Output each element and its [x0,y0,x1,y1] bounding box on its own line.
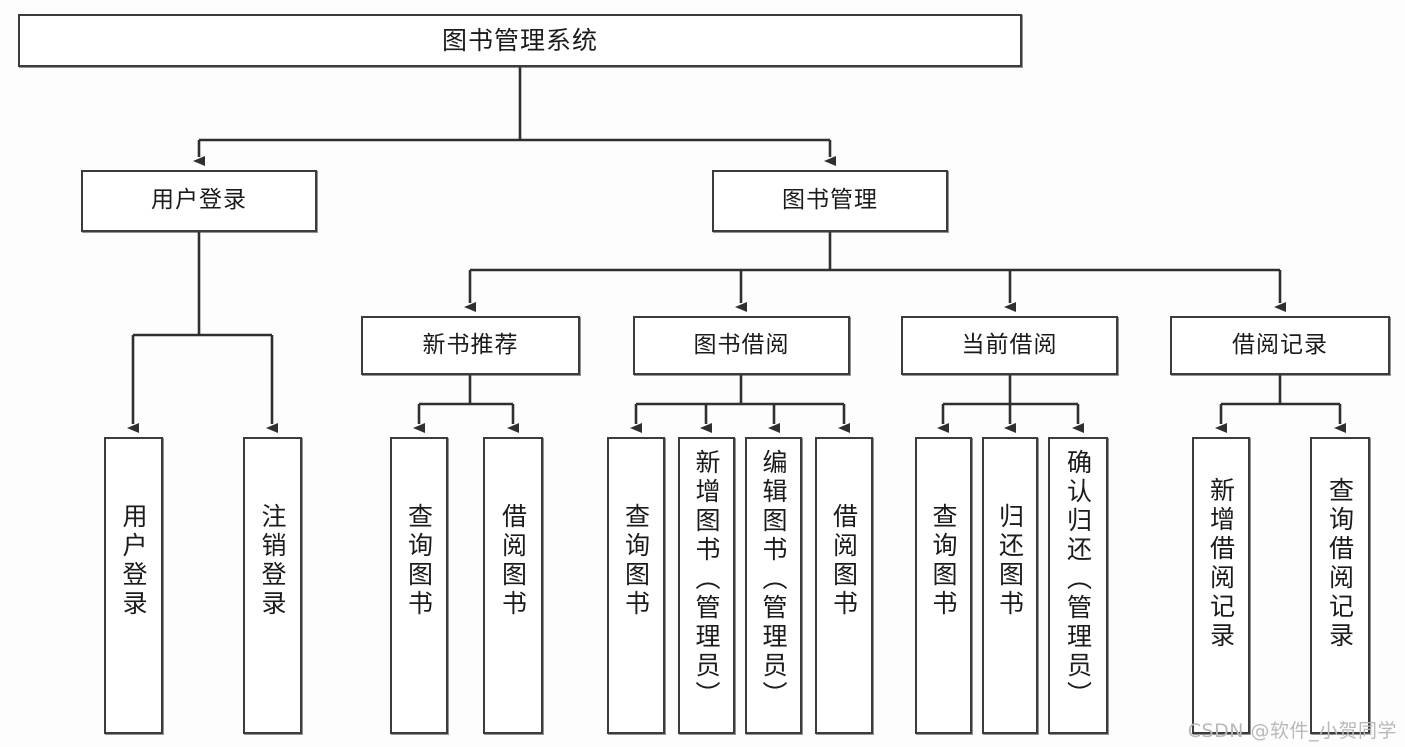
leaf-edit-book-admin[interactable]: 编辑图书（管理员） [745,437,802,734]
csdn-watermark: CSDN @软件_小贺同学 [1187,720,1397,742]
leaf-borrow-books-recommendation[interactable]: 借阅图书 [483,437,543,734]
node-label: 查询借阅记录 [1325,477,1355,651]
leaf-logout[interactable]: 注销登录 [243,437,302,734]
node-label: 借阅记录 [1232,331,1328,358]
node-label: 借阅图书 [498,503,528,619]
leaf-confirm-return-admin[interactable]: 确认归还（管理员） [1048,437,1108,734]
node-label: 当前借阅 [961,331,1058,358]
node-current-borrowing[interactable]: 当前借阅 [901,316,1118,375]
node-label: 借阅图书 [829,503,859,619]
node-root-book-management-system[interactable]: 图书管理系统 [18,14,1022,67]
leaf-add-book-admin[interactable]: 新增图书（管理员） [678,437,735,734]
node-label: 用户登录 [151,187,247,214]
node-label: 图书借阅 [693,331,790,358]
node-label: 图书管理 [782,187,878,214]
node-label: 图书管理系统 [441,25,598,55]
node-label: 注销登录 [258,503,287,619]
node-label: 确认归还（管理员） [1063,449,1093,710]
leaf-query-books-current[interactable]: 查询图书 [915,437,972,734]
node-label: 新增图书（管理员） [692,449,721,710]
node-label: 归还图书 [995,503,1025,619]
node-label: 查询图书 [404,503,434,619]
node-label: 用户登录 [119,503,148,619]
leaf-query-books-recommendation[interactable]: 查询图书 [390,437,448,734]
node-label: 新增借阅记录 [1206,477,1236,651]
node-book-management[interactable]: 图书管理 [712,170,948,232]
leaf-query-books-borrowing[interactable]: 查询图书 [607,437,665,734]
node-label: 新书推荐 [422,331,519,358]
leaf-return-books[interactable]: 归还图书 [982,437,1038,734]
node-label: 查询图书 [621,503,651,619]
leaf-add-borrow-record[interactable]: 新增借阅记录 [1192,437,1250,734]
node-label: 查询图书 [929,503,958,619]
leaf-query-borrow-record[interactable]: 查询借阅记录 [1310,437,1370,734]
node-book-borrowing[interactable]: 图书借阅 [633,316,850,375]
leaf-borrow-books-borrowing[interactable]: 借阅图书 [815,437,873,734]
node-new-book-recommendation[interactable]: 新书推荐 [361,316,580,375]
node-borrow-records[interactable]: 借阅记录 [1170,316,1390,375]
node-user-login[interactable]: 用户登录 [81,170,317,232]
leaf-user-login[interactable]: 用户登录 [104,437,163,734]
node-label: 编辑图书（管理员） [759,449,788,710]
